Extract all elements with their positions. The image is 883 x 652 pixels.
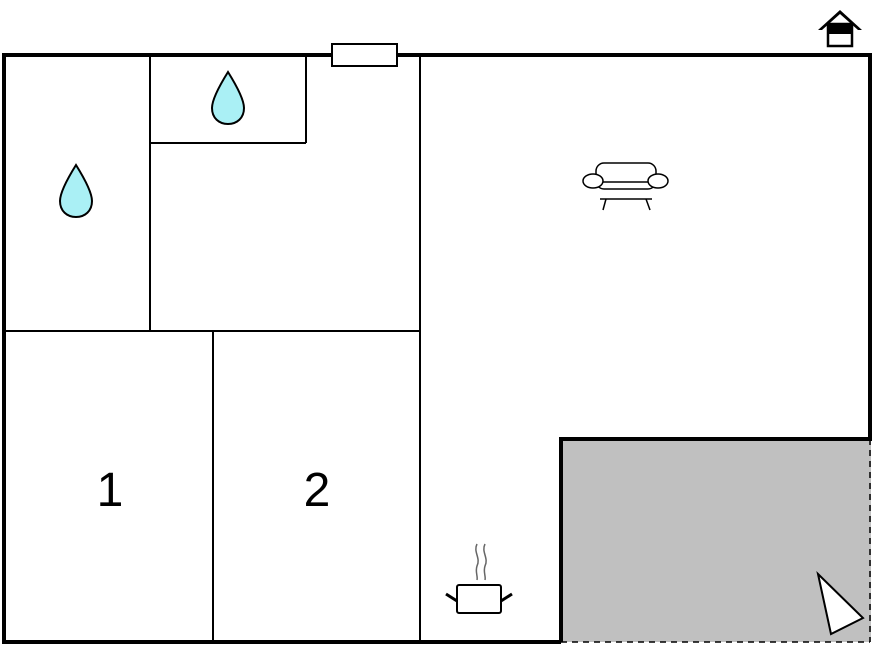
terrace-area bbox=[561, 439, 871, 642]
interior-walls bbox=[4, 55, 421, 642]
sofa-icon bbox=[582, 162, 669, 211]
room-2-label: 2 bbox=[304, 464, 331, 517]
cooking-pot-icon bbox=[445, 543, 513, 614]
water-drop-icon bbox=[58, 163, 94, 219]
outer-wall bbox=[2, 53, 872, 644]
window-icon bbox=[331, 43, 398, 67]
room-1-label: 1 bbox=[97, 464, 124, 517]
house-icon bbox=[818, 10, 862, 48]
north-arrow-icon bbox=[816, 570, 865, 636]
water-drop-icon bbox=[210, 70, 246, 126]
